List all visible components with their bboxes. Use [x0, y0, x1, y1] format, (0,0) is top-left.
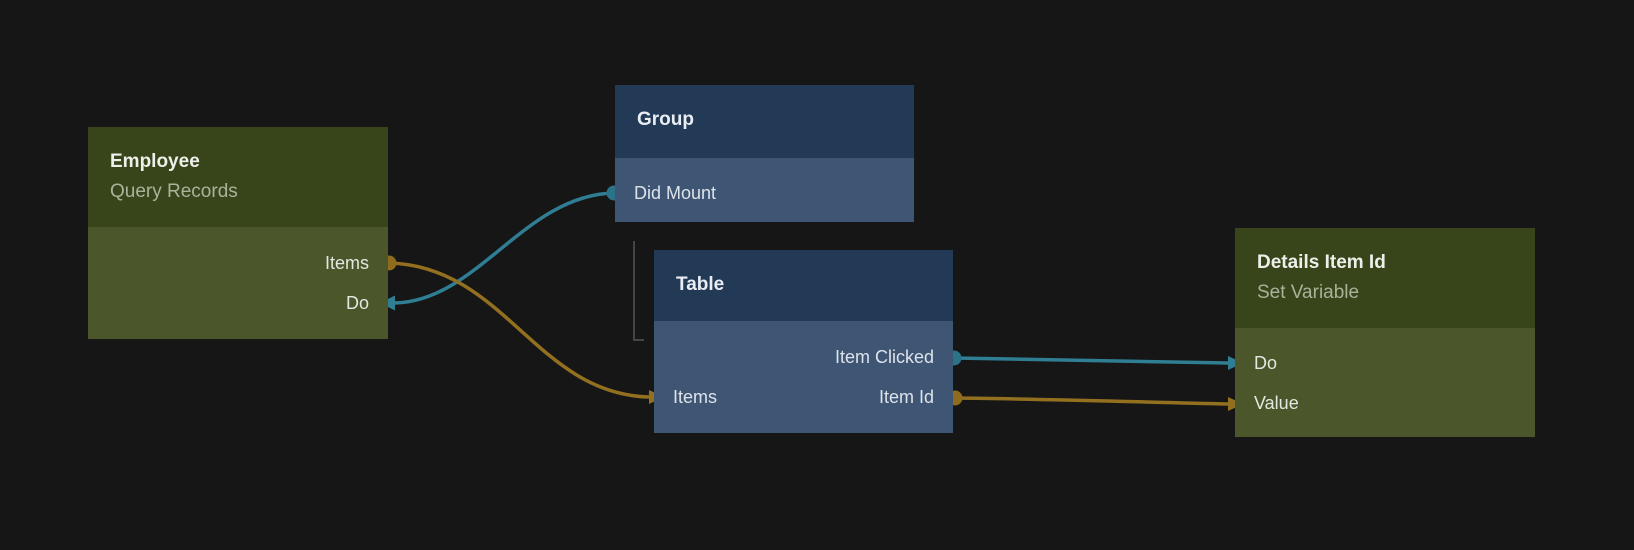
node-details-item-id[interactable]: Details Item Id Set Variable Do Value [1235, 228, 1535, 437]
port-label-table-items: Items [673, 386, 718, 407]
node-details-title: Details Item Id [1257, 252, 1386, 273]
node-group-title: Group [637, 109, 694, 130]
wire-group-didmount-to-employee-do[interactable] [394, 191, 615, 305]
wire-employee-items-to-table-items[interactable] [388, 261, 650, 399]
node-details-subtitle: Set Variable [1257, 282, 1360, 303]
node-employee[interactable]: Employee Query Records Items Do [88, 127, 388, 339]
node-table-title: Table [676, 274, 725, 295]
port-row-employee-items[interactable]: Items [88, 243, 388, 283]
node-group[interactable]: Group Did Mount [615, 85, 914, 222]
port-row-table-items-itemid[interactable]: Items Item Id [654, 377, 953, 417]
port-row-details-do[interactable]: Do [1235, 343, 1535, 383]
port-label-details-do: Do [1254, 352, 1278, 373]
hierarchy-connector-group-table [633, 241, 644, 341]
node-group-header[interactable]: Group [615, 85, 914, 158]
port-label-table-itemclicked: Item Clicked [834, 346, 934, 367]
node-employee-subtitle: Query Records [110, 181, 238, 202]
node-employee-title: Employee [110, 151, 200, 172]
port-label-group-didmount: Did Mount [634, 182, 717, 203]
port-row-employee-do[interactable]: Do [88, 283, 388, 323]
port-row-table-itemclicked[interactable]: Item Clicked [654, 337, 953, 377]
node-details-body: Do Value [1235, 328, 1535, 437]
node-table-header[interactable]: Table [654, 250, 953, 321]
port-label-details-value: Value [1254, 392, 1299, 413]
port-label-employee-do: Do [345, 292, 369, 313]
port-label-table-itemid: Item Id [878, 386, 934, 407]
node-table-body: Item Clicked Items Item Id [654, 321, 953, 433]
node-details-header[interactable]: Details Item Id Set Variable [1235, 228, 1535, 328]
node-employee-body: Items Do [88, 227, 388, 339]
port-label-employee-items: Items [324, 252, 369, 273]
node-group-body: Did Mount [615, 158, 914, 222]
port-row-details-value[interactable]: Value [1235, 383, 1535, 423]
node-table[interactable]: Table Item Clicked Items Item Id [654, 250, 953, 433]
node-employee-header[interactable]: Employee Query Records [88, 127, 388, 227]
wire-table-itemclicked-to-details-do[interactable] [953, 356, 1229, 365]
port-row-group-didmount[interactable]: Did Mount [615, 173, 914, 213]
wire-table-itemid-to-details-value[interactable] [954, 396, 1229, 406]
